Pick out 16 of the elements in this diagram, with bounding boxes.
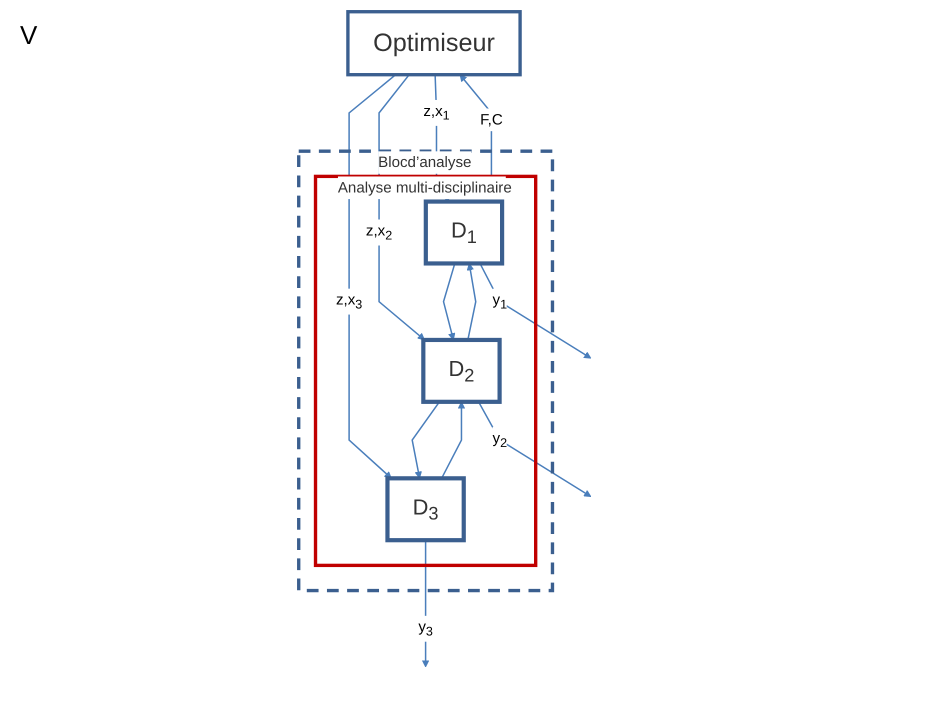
edge-label: z,x$_{1}$	[423, 102, 450, 124]
node-box: D$_{1}$	[424, 199, 504, 266]
node-box: Optimiseur	[346, 10, 522, 76]
note-text: V	[20, 20, 38, 51]
edge-label: z,x$_{3}$	[336, 291, 362, 312]
edge-label: z,x$_{2}$	[366, 222, 392, 243]
edge-label: y$_{1}$	[492, 291, 508, 312]
arrow	[466, 263, 476, 340]
edge-label: y$_{3}$	[418, 618, 433, 639]
arrow	[348, 74, 396, 479]
arrow	[460, 74, 492, 176]
node-box: D$_{2}$	[421, 338, 502, 404]
node-box: D$_{3}$	[385, 476, 466, 542]
edge-label: y$_{2}$	[492, 430, 508, 450]
edge-label: F,C	[480, 111, 503, 128]
arrow	[479, 263, 592, 359]
